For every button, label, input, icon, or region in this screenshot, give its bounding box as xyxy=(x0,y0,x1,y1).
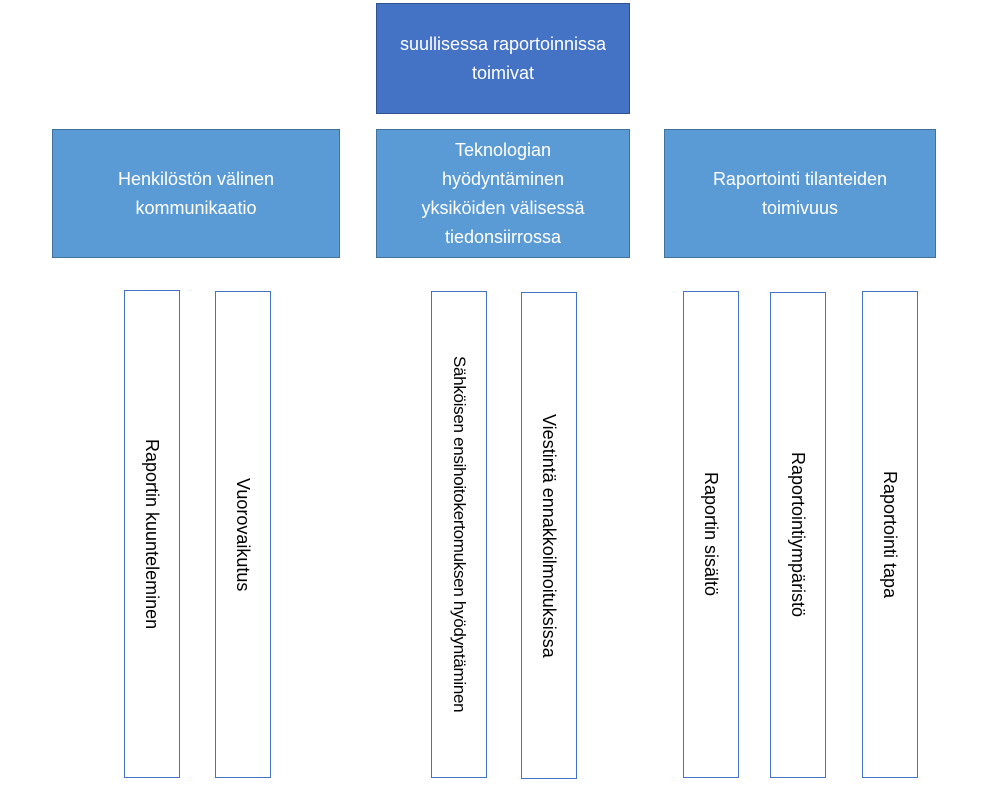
leaf-node-label: Raportointiympäristö xyxy=(788,452,808,618)
leaf-node-pre-notification: Viestintä ennakkoilmoituksissa xyxy=(521,292,577,779)
leaf-node-label: Raportointi tapa xyxy=(880,470,900,599)
leaf-node-listening: Raportin kuunteleminen xyxy=(124,290,180,778)
leaf-node-report-content: Raportin sisältö xyxy=(683,291,739,778)
leaf-node-label: Viestintä ennakkoilmoituksissa xyxy=(539,413,559,658)
root-node-label: suullisessa raportoinnissa toimivat xyxy=(399,33,607,83)
branch-node-technology: Teknologian hyödyntäminen yksiköiden väl… xyxy=(376,129,630,258)
leaf-node-label: Raportin sisältö xyxy=(701,472,721,597)
branch-node-reporting-situations: Raportointi tilanteiden toimivuus xyxy=(664,129,936,258)
leaf-node-electronic-record: Sähköisen ensihoitokertomuksen hyödyntäm… xyxy=(431,291,487,778)
leaf-node-label: Raportin kuunteleminen xyxy=(142,438,162,630)
leaf-node-report-method: Raportointi tapa xyxy=(862,291,918,778)
branch-node-staff-communication: Henkilöstön välinen kommunikaatio xyxy=(52,129,340,258)
leaf-node-report-environment: Raportointiympäristö xyxy=(770,292,826,778)
root-node: suullisessa raportoinnissa toimivat xyxy=(376,3,630,114)
leaf-node-interaction: Vuorovaikutus xyxy=(215,291,271,778)
branch-node-label: Raportointi tilanteiden toimivuus xyxy=(712,168,888,218)
leaf-node-label: Sähköisen ensihoitokertomuksen hyödyntäm… xyxy=(450,356,469,713)
branch-node-label: Henkilöstön välinen kommunikaatio xyxy=(117,168,275,218)
branch-node-label: Teknologian hyödyntäminen yksiköiden väl… xyxy=(421,139,585,247)
leaf-node-label: Vuorovaikutus xyxy=(233,477,253,592)
